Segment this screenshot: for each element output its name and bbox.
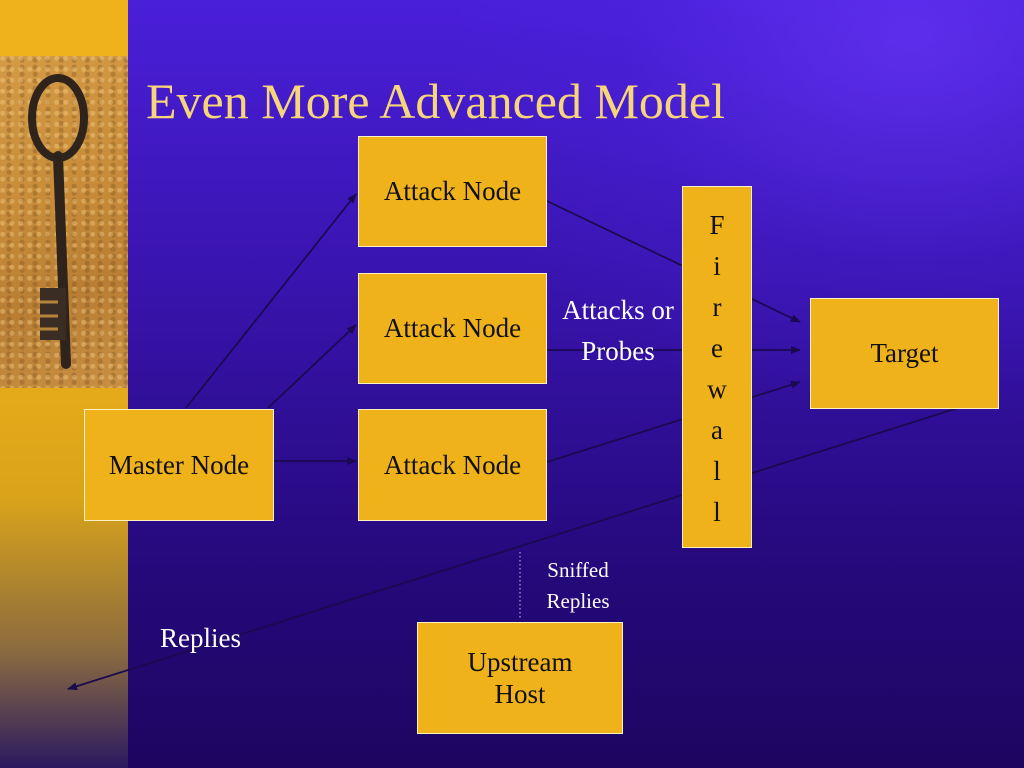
upstream-host-node: Upstream Host xyxy=(417,622,623,734)
firewall-letter: e xyxy=(711,333,723,363)
firewall-letter: F xyxy=(709,210,725,240)
arrow-master-to-attack-2 xyxy=(267,324,357,409)
firewall-letter: w xyxy=(707,374,727,404)
firewall-letter: r xyxy=(712,292,722,322)
firewall-letter: i xyxy=(713,251,721,281)
arrow-target-replies xyxy=(67,407,959,691)
key-icon xyxy=(28,74,88,369)
attacks-or-probes-label: Attacks or Probes xyxy=(562,295,674,366)
sniffed-replies-label: Sniffed Replies xyxy=(546,558,610,613)
attack-node-1: Attack Node xyxy=(358,136,547,247)
attack-node-2: Attack Node xyxy=(358,273,547,384)
attack-node-3: Attack Node xyxy=(358,409,547,521)
arrow-attack-1-to-target xyxy=(546,200,801,323)
arrow-attack-3-to-target xyxy=(546,380,801,463)
key-photo xyxy=(0,56,128,388)
slide-title: Even More Advanced Model xyxy=(146,73,726,129)
firewall-letter: l xyxy=(713,456,721,486)
master-node: Master Node xyxy=(84,409,274,521)
firewall-letter: l xyxy=(713,497,721,527)
firewall: F i r e w a l l xyxy=(682,186,752,548)
target-node: Target xyxy=(810,298,999,409)
arrow-master-to-attack-1 xyxy=(185,193,357,409)
firewall-letter: a xyxy=(711,415,723,445)
replies-label: Replies xyxy=(160,623,241,653)
